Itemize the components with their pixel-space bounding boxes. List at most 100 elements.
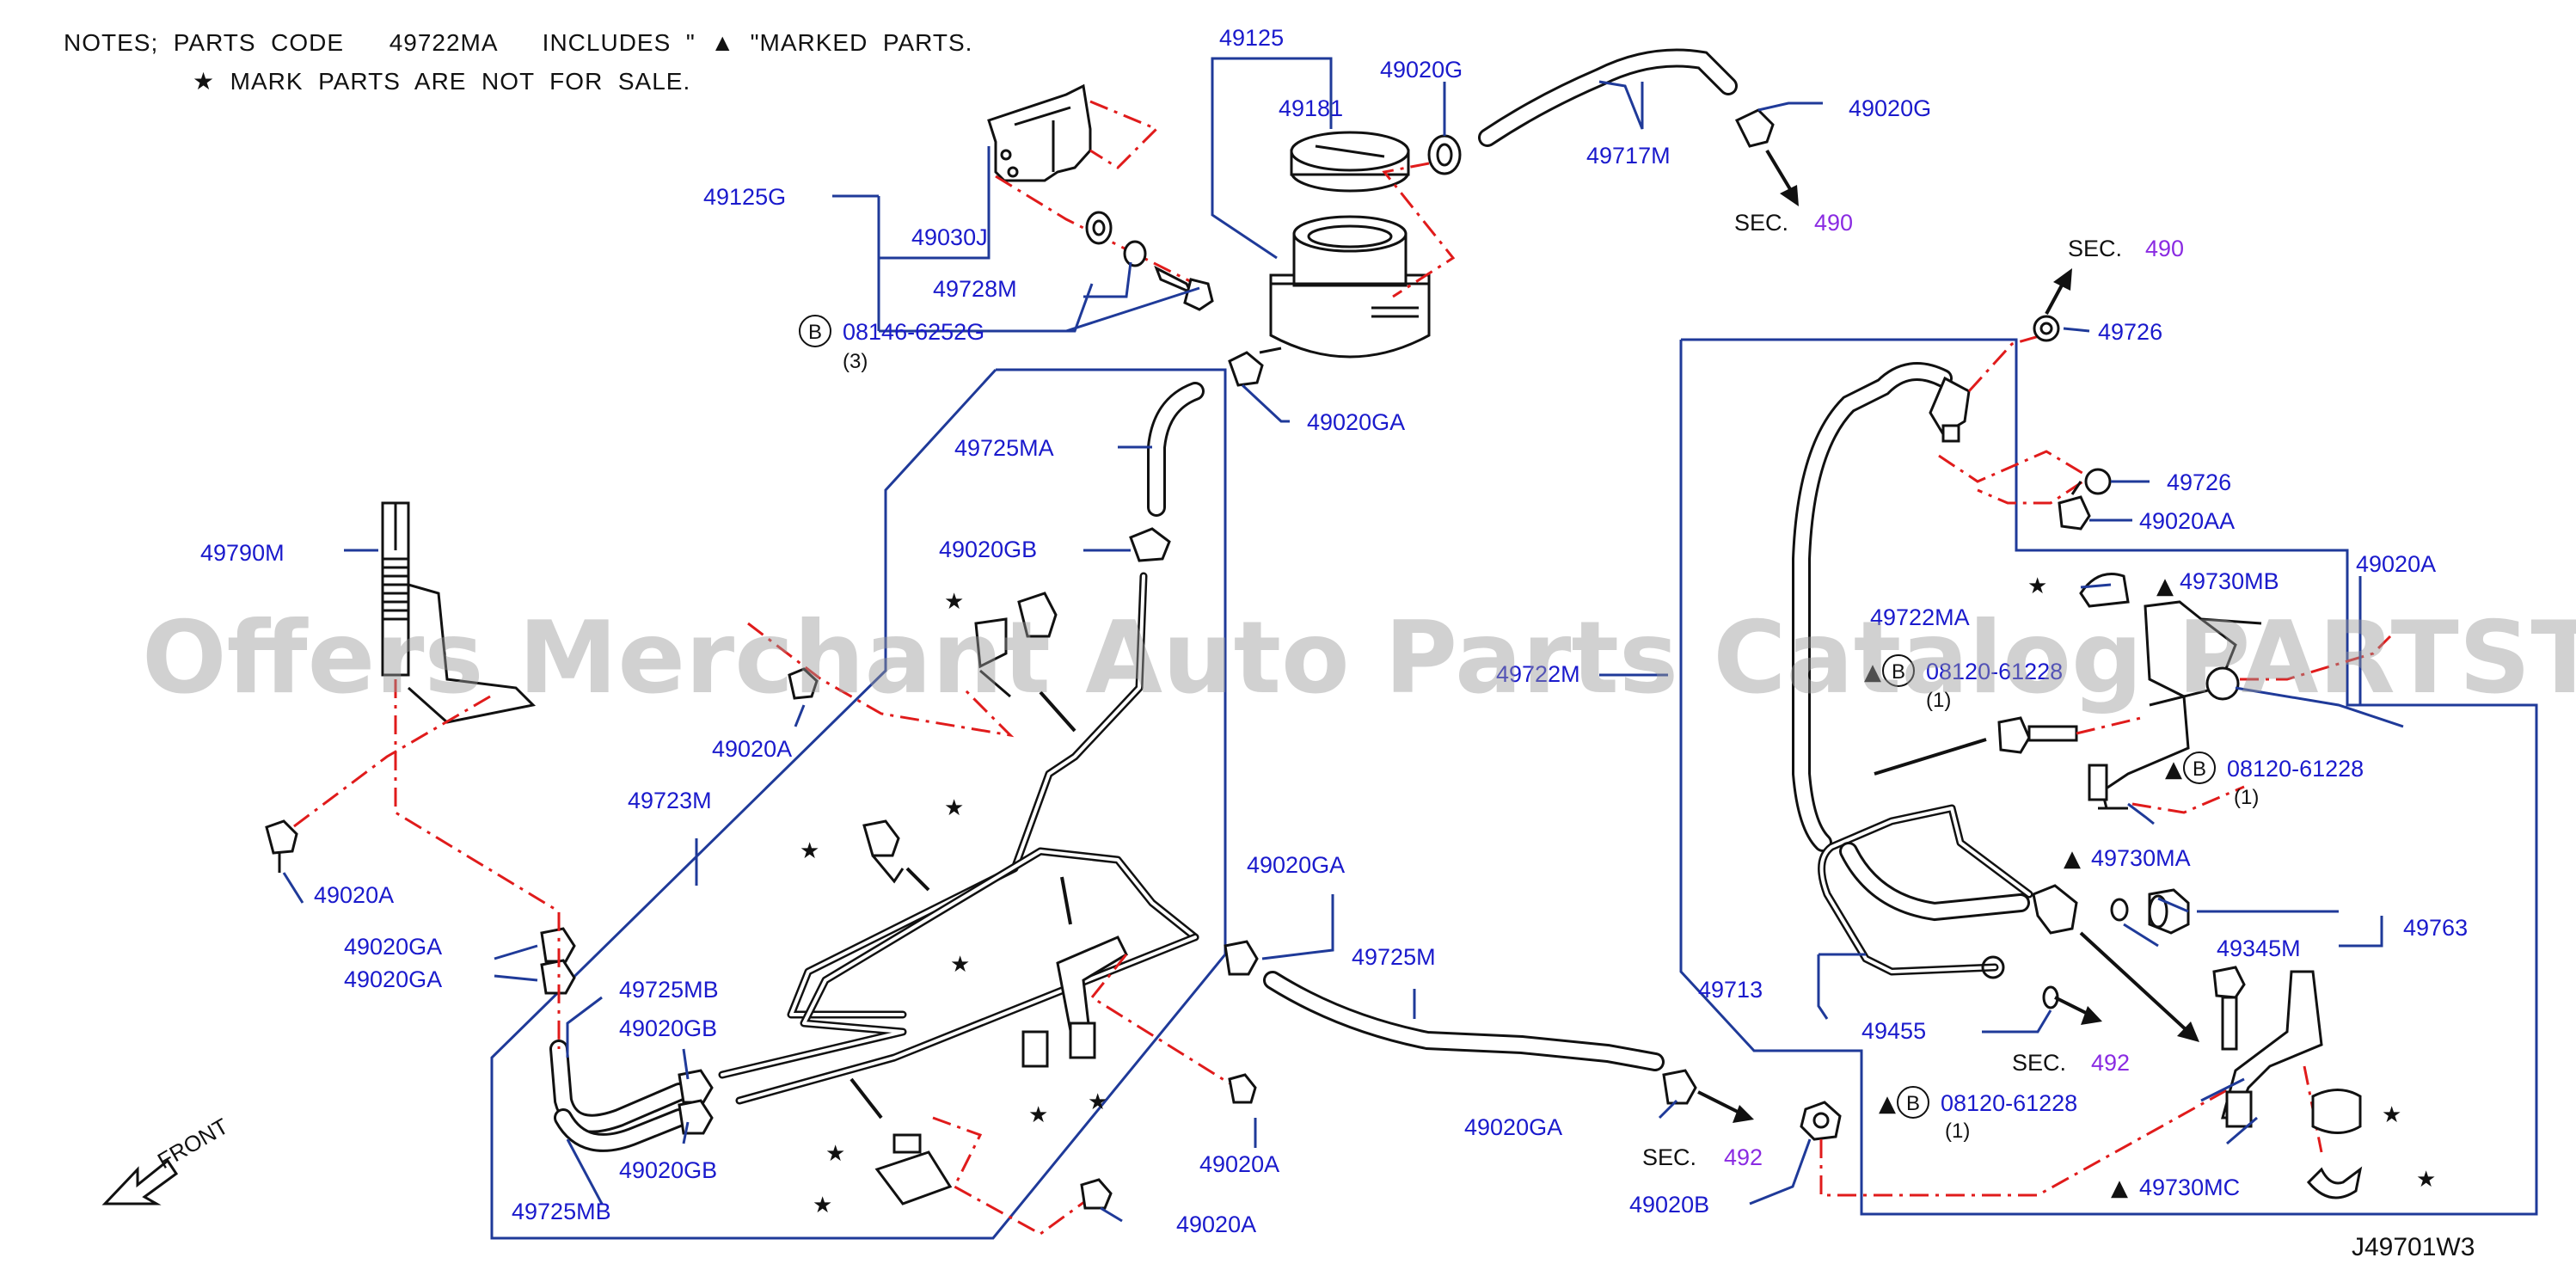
arrow-clip-lower <box>849 1077 883 1120</box>
label-49181[interactable]: 49181 <box>1279 95 1343 121</box>
label-49020gb-b[interactable]: 49020GB <box>619 1157 717 1183</box>
watermark-text: Offers Merchant Auto Parts Catalog PARTS… <box>142 600 2576 716</box>
label-49723m[interactable]: 49723M <box>628 788 712 813</box>
label-49725mb-bot[interactable]: 49725MB <box>512 1199 611 1224</box>
bolt-49020a-mid-left <box>788 667 819 700</box>
label-49020ga-tank[interactable]: 49020GA <box>1307 409 1405 435</box>
clip-star-right-a <box>2311 1089 2362 1134</box>
front-indicator: FRONT <box>101 1113 233 1205</box>
arrow-bracket-mid <box>1060 876 1072 925</box>
arrowhead-sec-492-mid <box>1733 1105 1754 1123</box>
fitting-49763 <box>2148 888 2190 935</box>
label-49713[interactable]: 49713 <box>1698 977 1763 1003</box>
arrow-sec-490-top <box>1765 149 1794 195</box>
star-2: ★ <box>944 795 964 821</box>
clip-star-right-b <box>2306 1166 2363 1199</box>
sec-492-b[interactable]: 492 <box>2091 1050 2130 1076</box>
label-49020ga-l1[interactable]: 49020GA <box>344 934 442 960</box>
star-7: ★ <box>825 1141 845 1167</box>
label-49722ma[interactable]: 49722MA <box>1870 604 1970 630</box>
star-4: ★ <box>950 952 970 978</box>
label-49717m[interactable]: 49717M <box>1586 143 1671 169</box>
washer-49728m <box>1123 240 1147 267</box>
label-49763[interactable]: 49763 <box>2403 915 2468 941</box>
sec-490-b[interactable]: 490 <box>2145 236 2184 261</box>
label-49730mb[interactable]: 49730MB <box>2180 568 2279 594</box>
label-49020ga-l2[interactable]: 49020GA <box>344 966 442 992</box>
dash-cooler <box>283 695 491 836</box>
clip-star-a <box>1017 592 1058 638</box>
label-49725mb-top[interactable]: 49725MB <box>619 977 719 1003</box>
clamp-49020g-top <box>1427 134 1462 175</box>
label-49030j[interactable]: 49030J <box>911 224 988 250</box>
label-49020a-right[interactable]: 49020A <box>2356 551 2436 577</box>
label-49020gb-mid[interactable]: 49020GB <box>939 537 1037 562</box>
front-arrow-icon <box>101 1158 179 1205</box>
dash-bracket <box>1089 100 1159 169</box>
clip-star-b <box>974 617 1011 698</box>
arrow-sec-492-right <box>2054 996 2090 1016</box>
label-49020a-left[interactable]: 49020A <box>712 736 792 762</box>
reservoir-tank <box>1259 215 1431 359</box>
label-49020b[interactable]: 49020B <box>1629 1192 1709 1218</box>
clip-lower-a <box>874 1133 953 1205</box>
label-49020ga-mid[interactable]: 49020GA <box>1247 852 1345 878</box>
star-marks: ★ ★ ★ ★ ★ ★ ★ ★ ★ ★ ★ ▲ <box>800 574 2436 1218</box>
star-11: ★ <box>2416 1167 2436 1193</box>
label-49455[interactable]: 49455 <box>1861 1018 1926 1044</box>
clip-star-c <box>862 819 905 884</box>
bolt-49020a-bot <box>1080 1178 1113 1210</box>
sec-492-a[interactable]: 492 <box>1724 1144 1763 1170</box>
bolt-49020aa <box>2058 481 2091 531</box>
label-49020a-mid[interactable]: 49020A <box>1199 1151 1279 1177</box>
label-08120-a[interactable]: 08120-61228 <box>1926 659 2063 684</box>
label-49020g-top[interactable]: 49020G <box>1380 57 1463 83</box>
label-08120-c[interactable]: 08120-61228 <box>1941 1090 2077 1116</box>
sec-490-a[interactable]: 490 <box>1814 210 1853 236</box>
label-49726-top[interactable]: 49726 <box>2098 319 2162 345</box>
grommet-49030j <box>1085 211 1113 245</box>
dash-fitting-top <box>1967 334 2043 393</box>
label-49020a-bot[interactable]: 49020A <box>1176 1212 1256 1237</box>
label-49726-mid[interactable]: 49726 <box>2167 469 2231 495</box>
star-5: ★ <box>1028 1102 1048 1128</box>
arrow-bolt-08120 <box>1874 738 1987 776</box>
label-49728m[interactable]: 49728M <box>933 276 1017 302</box>
part-labels: 49125 49181 49020G 49717M 49020G 49125G … <box>200 25 2468 1237</box>
label-49725m[interactable]: 49725M <box>1352 944 1436 970</box>
bracket-49730ma <box>2088 695 2190 810</box>
circle-b-08120-b <box>2183 751 2216 784</box>
circle-b-08120-c-text: B <box>1906 1092 1920 1115</box>
label-49725ma[interactable]: 49725MA <box>954 435 1054 461</box>
sec-490-b-label: SEC. <box>2068 236 2122 261</box>
circle-b-08120-a <box>1882 654 1915 687</box>
diagram-code: J49701W3 <box>2352 1233 2475 1261</box>
bolt-08146-6252g <box>1154 265 1214 311</box>
label-49020gb-a[interactable]: 49020GB <box>619 1015 717 1041</box>
label-49730mc[interactable]: 49730MC <box>2139 1175 2240 1200</box>
star-3: ★ <box>800 838 819 864</box>
label-49125[interactable]: 49125 <box>1219 25 1284 51</box>
fitting-49726-top <box>1929 376 1971 443</box>
bracket-49730mc <box>2221 970 2323 1128</box>
fitting-49713 <box>1981 884 2078 979</box>
label-49020ga-bot[interactable]: 49020GA <box>1464 1114 1562 1140</box>
label-49790m[interactable]: 49790M <box>200 540 285 566</box>
bolt-49020a-left <box>265 819 298 873</box>
notes-line-1: NOTES; PARTS CODE 49722MA INCLUDES " ▲ "… <box>64 29 973 56</box>
label-08146-6252g[interactable]: 08146-6252G <box>843 319 984 345</box>
notes-line-2: ★ MARK PARTS ARE NOT FOR SALE. <box>193 68 691 95</box>
washer-49726-top <box>2033 315 2060 342</box>
dash-bracket-mid <box>1089 954 1230 1085</box>
label-49722m[interactable]: 49722M <box>1496 661 1580 687</box>
circle-b-08120-b-text: B <box>2193 758 2206 781</box>
label-49345m[interactable]: 49345M <box>2217 936 2301 961</box>
label-49125g[interactable]: 49125G <box>703 184 786 210</box>
label-49020aa[interactable]: 49020AA <box>2139 508 2235 534</box>
label-08120-b[interactable]: 08120-61228 <box>2227 756 2364 782</box>
label-49730ma[interactable]: 49730MA <box>2091 845 2191 871</box>
label-49020a-bolt[interactable]: 49020A <box>314 882 394 908</box>
label-49020g-right[interactable]: 49020G <box>1849 95 1931 121</box>
